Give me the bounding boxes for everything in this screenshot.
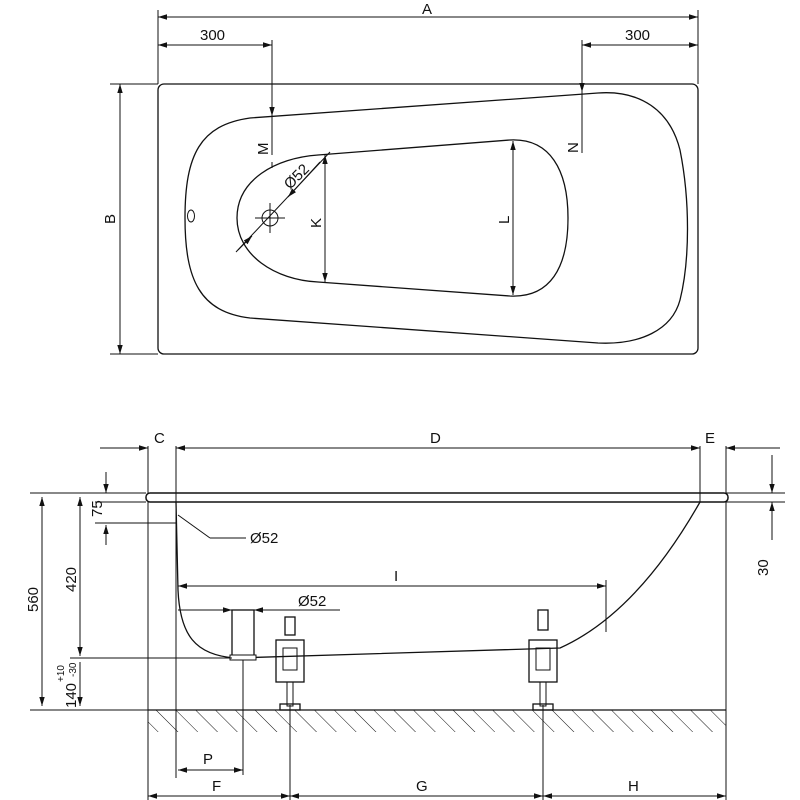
dimension-k-label: K bbox=[308, 218, 325, 228]
tolerance-plus-label: +10 bbox=[56, 665, 67, 682]
height-140-label: 140 bbox=[63, 683, 80, 708]
overflow-diameter-label: Ø52 bbox=[250, 530, 278, 547]
height-30-label: 30 bbox=[755, 559, 772, 576]
tub-body-profile bbox=[175, 501, 701, 659]
dimension-g-label: G bbox=[416, 778, 428, 795]
dimension-h-label: H bbox=[628, 778, 639, 795]
dimension-e-label: E bbox=[705, 430, 715, 447]
tub-bowl-outline bbox=[184, 92, 689, 344]
top-view: Ø52 A 300 300 M N K L B bbox=[102, 1, 699, 355]
overflow-hole bbox=[187, 209, 195, 223]
left-offset-label: 300 bbox=[200, 27, 225, 44]
dimension-m-label: M bbox=[255, 143, 272, 156]
tub-basin-outline bbox=[236, 139, 569, 297]
dimension-i-label: I bbox=[394, 568, 398, 585]
floor-hatch bbox=[148, 710, 726, 732]
dimension-f-label: F bbox=[212, 778, 221, 795]
height-560-label: 560 bbox=[25, 587, 42, 612]
dimension-n-label: N bbox=[565, 142, 582, 153]
height-420-label: 420 bbox=[63, 567, 80, 592]
drain-symbol: Ø52 bbox=[235, 151, 331, 253]
waste-pipe bbox=[231, 609, 255, 659]
dimension-p-label: P bbox=[203, 751, 213, 768]
drain-diameter-label: Ø52 bbox=[281, 161, 313, 193]
dimension-b-label: B bbox=[102, 214, 119, 224]
support-foot-right bbox=[528, 609, 558, 711]
waste-diameter-label: Ø52 bbox=[298, 593, 326, 610]
tolerance-minus-label: -30 bbox=[68, 662, 79, 677]
height-75-label: 75 bbox=[89, 500, 106, 517]
dimension-l-label: L bbox=[496, 216, 513, 224]
support-foot-left bbox=[275, 616, 305, 711]
tub-rim-side bbox=[145, 492, 729, 503]
dimension-a-label: A bbox=[422, 1, 432, 18]
right-offset-label: 300 bbox=[625, 27, 650, 44]
side-view: C D E Ø52 I Ø52 560 420 75 140 +10 -30 bbox=[25, 430, 785, 800]
tub-rim-outline bbox=[157, 83, 699, 355]
dimension-c-label: C bbox=[154, 430, 165, 447]
dimension-d-label: D bbox=[430, 430, 441, 447]
